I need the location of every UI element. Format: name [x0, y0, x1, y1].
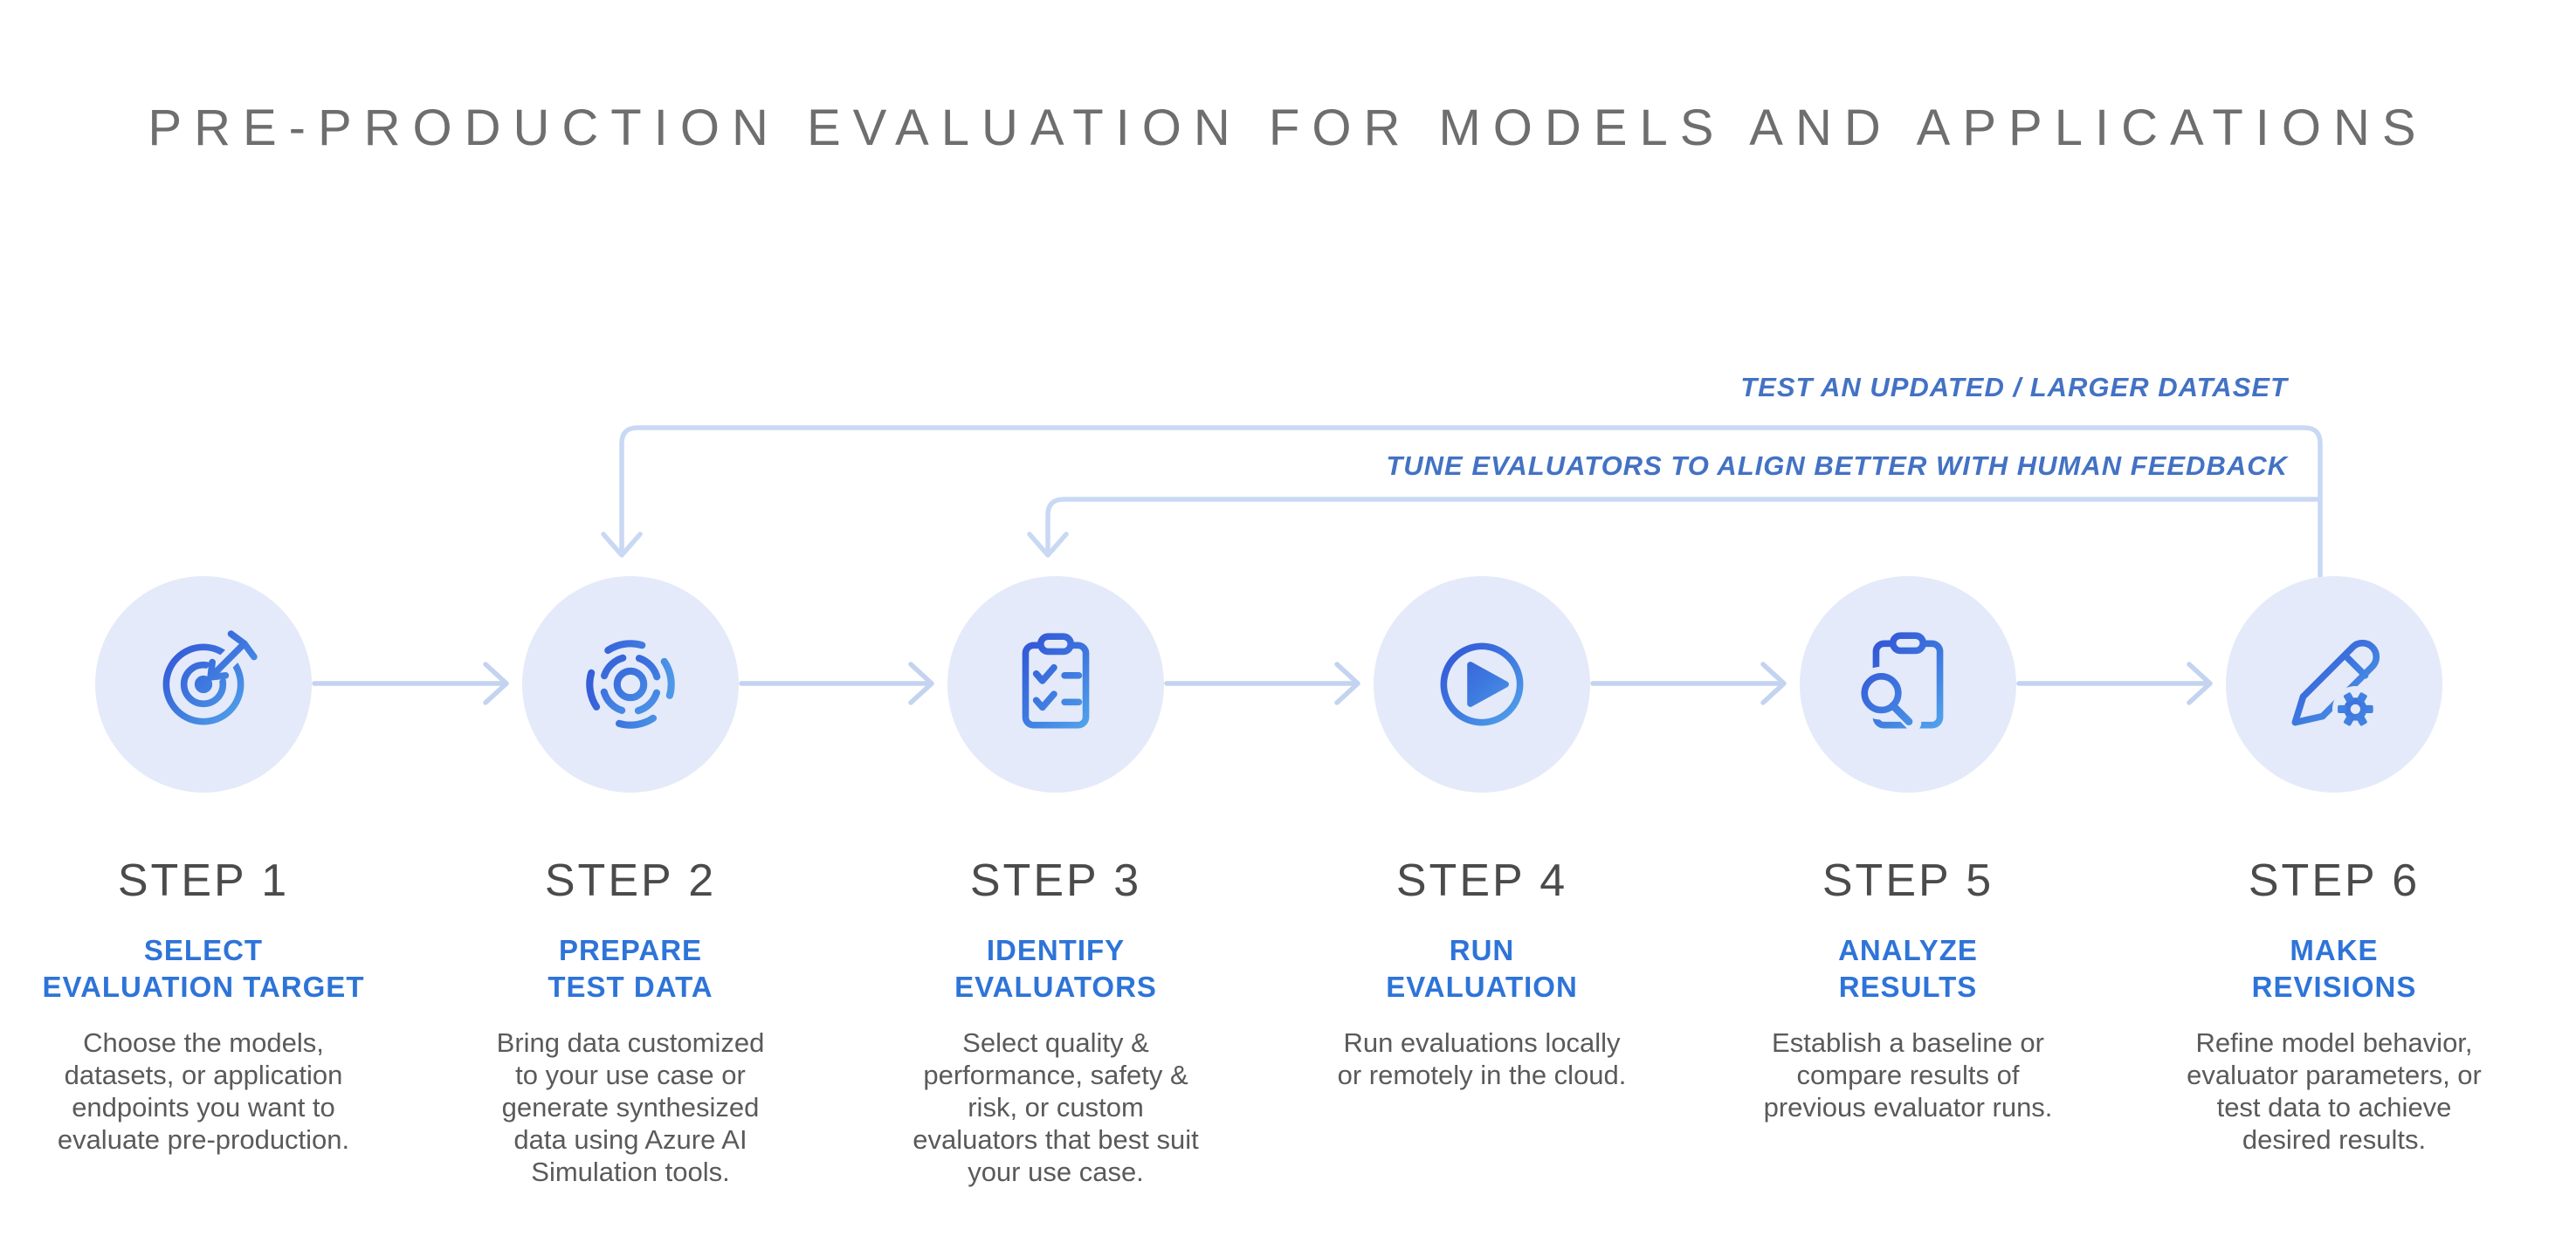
- connector-arrowhead-icon: [483, 662, 509, 705]
- clipboard-magnifier-icon: [1855, 632, 1944, 731]
- feedback-loop-outer-arrowhead-icon: [601, 532, 643, 558]
- step-column-3: STEP 3 IDENTIFY EVALUATORS Select qualit…: [851, 576, 1261, 1188]
- step-heading: STEP 5: [1822, 855, 1994, 906]
- feedback-loop-inner-path: [1045, 497, 2323, 556]
- step-description: Refine model behavior, evaluator paramet…: [2187, 1027, 2482, 1155]
- step-column-2: STEP 2 PREPARE TEST DATA Bring data cust…: [425, 576, 836, 1188]
- checklist-clipboard-icon: [1022, 633, 1090, 729]
- feedback-loop-outer-path: [619, 425, 2323, 579]
- diagram-title: PRE-PRODUCTION EVALUATION FOR MODELS AND…: [148, 100, 2428, 156]
- step-column-1: STEP 1 SELECT EVALUATION TARGET Choose t…: [0, 576, 409, 1156]
- step-label: MAKE REVISIONS: [2251, 934, 2417, 1003]
- step-circle: [1800, 576, 2016, 793]
- step-heading: STEP 2: [544, 855, 717, 906]
- simulation-pulse-icon: [586, 640, 675, 729]
- step-heading: STEP 3: [969, 855, 1142, 906]
- connector-arrowhead-icon: [2187, 662, 2213, 705]
- feedback-loop-label-dataset: TEST AN UPDATED / LARGER DATASET: [1740, 372, 2288, 402]
- step-circle: [522, 576, 739, 793]
- step-circle: [95, 576, 312, 793]
- step-circle: [947, 576, 1164, 793]
- connector-arrowhead-icon: [1334, 662, 1360, 705]
- step-heading: STEP 4: [1395, 855, 1568, 906]
- step-description: Select quality & performance, safety & r…: [913, 1027, 1199, 1187]
- step-label: PREPARE TEST DATA: [548, 934, 713, 1003]
- feedback-loop-inner-arrowhead-icon: [1027, 532, 1069, 558]
- step-label: RUN EVALUATION: [1386, 934, 1578, 1003]
- feedback-loop-label-tune: TUNE EVALUATORS TO ALIGN BETTER WITH HUM…: [1386, 450, 2288, 481]
- step-label: IDENTIFY EVALUATORS: [954, 934, 1157, 1003]
- step-label: SELECT EVALUATION TARGET: [42, 934, 365, 1003]
- step-circle: [2226, 576, 2442, 793]
- step-description: Choose the models, datasets, or applicat…: [57, 1027, 350, 1155]
- step-description: Establish a baseline or compare results …: [1763, 1027, 2053, 1123]
- step-column-6: STEP 6 MAKE REVISIONS Refine model behav…: [2129, 576, 2539, 1156]
- connector-arrowhead-icon: [908, 662, 934, 705]
- step-description: Bring data customized to your use case o…: [496, 1027, 765, 1187]
- step-heading: STEP 6: [2248, 855, 2421, 906]
- play-circle-icon: [1440, 642, 1524, 726]
- step-circle: [1374, 576, 1590, 793]
- connector-arrowhead-icon: [1760, 662, 1787, 705]
- step-description: Run evaluations locally or remotely in t…: [1337, 1027, 1627, 1090]
- target-dart-icon: [162, 627, 261, 725]
- step-heading: STEP 1: [117, 855, 290, 906]
- pencil-gear-icon: [2291, 639, 2380, 732]
- step-column-4: STEP 4 RUN EVALUATION Run evaluations lo…: [1277, 576, 1687, 1091]
- step-column-5: STEP 5 ANALYZE RESULTS Establish a basel…: [1703, 576, 2113, 1123]
- step-label: ANALYZE RESULTS: [1838, 934, 1978, 1003]
